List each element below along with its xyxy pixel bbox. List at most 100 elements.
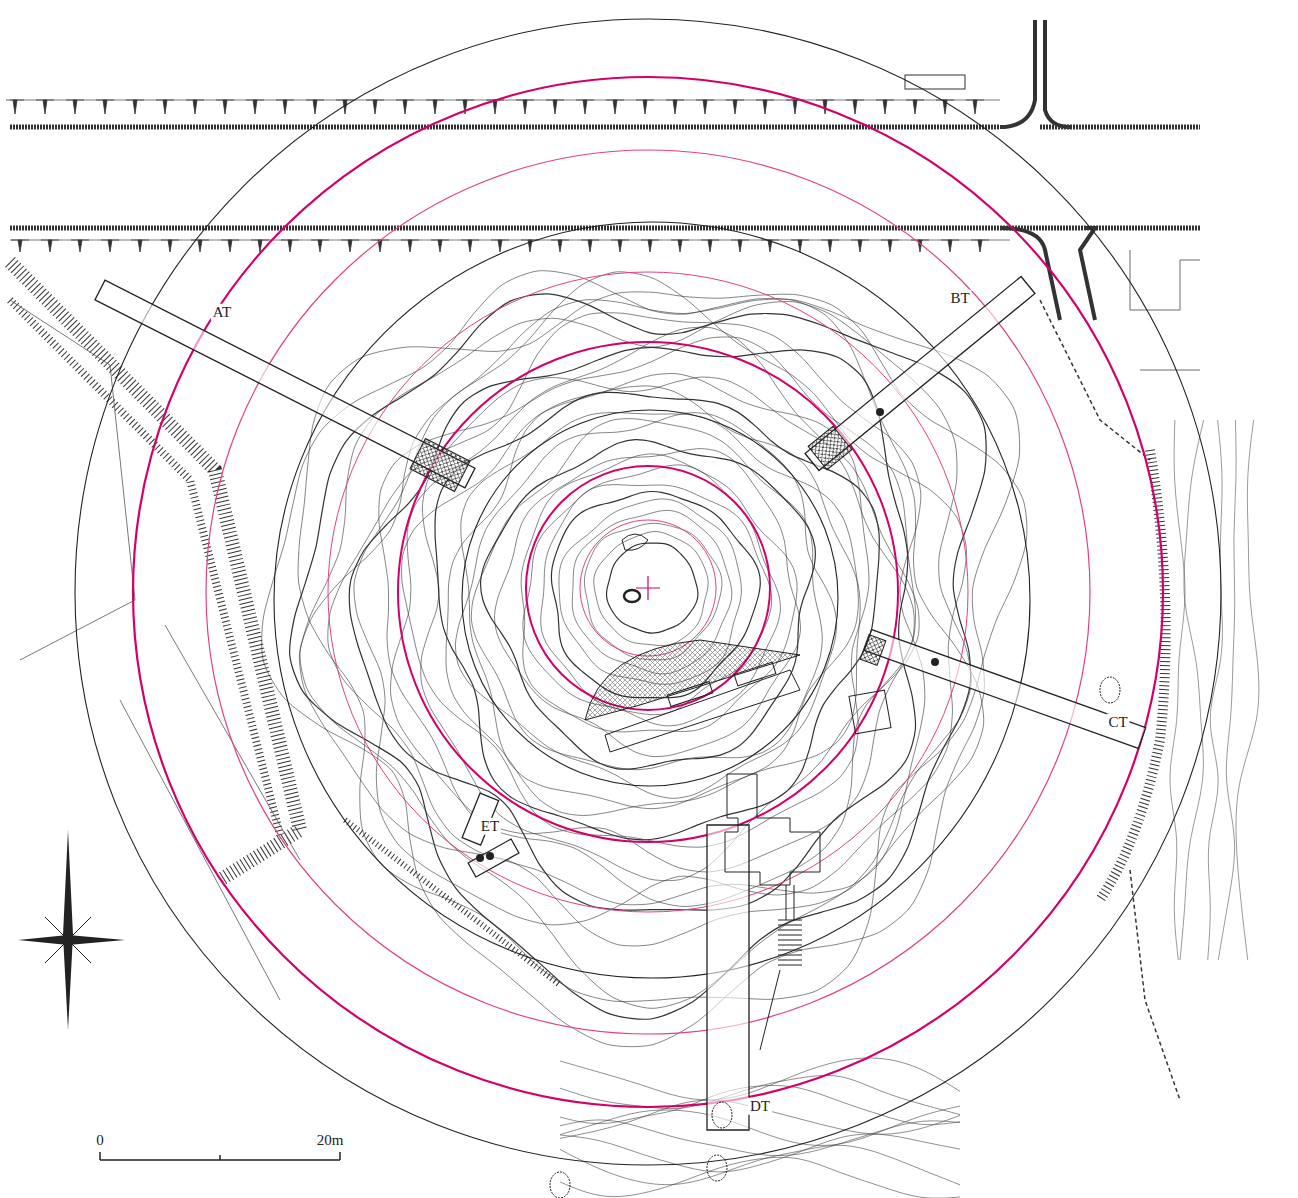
- slope-mark: [761, 240, 779, 252]
- slope-mark: [941, 240, 959, 252]
- slope-mark: [96, 100, 114, 114]
- trench: [468, 839, 519, 877]
- post-hole: [486, 852, 494, 860]
- slope-line: [10, 100, 1000, 101]
- slope-mark: [756, 100, 774, 114]
- slope-line: [10, 240, 1010, 241]
- road-group: [6, 20, 1200, 1100]
- contour-line: [607, 543, 698, 633]
- slope-mark: [461, 240, 479, 252]
- slope-mark: [131, 240, 149, 252]
- trench-label: ET: [479, 818, 501, 835]
- slope-mark: [611, 240, 629, 252]
- slope-mark: [971, 240, 989, 252]
- north-arrow: [63, 830, 73, 1030]
- building: [734, 662, 776, 686]
- contour-line: [455, 413, 836, 799]
- contour-line: [560, 1120, 960, 1156]
- contour-line: [560, 1085, 960, 1124]
- contour-line: [421, 377, 919, 881]
- slope-mark: [671, 240, 689, 252]
- slope-mark: [731, 240, 749, 252]
- slope-mark: [396, 100, 414, 114]
- contour-line: [1236, 420, 1259, 960]
- road-edge: [1000, 20, 1070, 127]
- contour-line: [379, 337, 916, 907]
- reference-circle: [274, 222, 1030, 978]
- slope-mark: [156, 100, 174, 114]
- contour-line: [1170, 420, 1185, 960]
- reference-circle: [206, 150, 1090, 1034]
- slope-mark: [516, 100, 534, 114]
- slope-mark: [641, 240, 659, 252]
- slope-mark: [906, 100, 924, 114]
- slope-mark: [341, 240, 359, 252]
- slope-mark: [851, 240, 869, 252]
- slope-mark: [276, 100, 294, 114]
- reference-circle: [75, 19, 1221, 1165]
- boundary: [10, 300, 300, 1000]
- excavated-patch: [410, 439, 470, 492]
- contour-line: [560, 1157, 960, 1198]
- post-hole: [476, 854, 484, 862]
- trench-label: CT: [1106, 714, 1129, 731]
- road-edge: [10, 125, 1000, 130]
- slope-mark: [881, 240, 899, 252]
- contour-line: [481, 440, 816, 769]
- slope-mark: [281, 240, 299, 252]
- contour-line: [349, 347, 915, 910]
- slope-mark: [126, 100, 144, 114]
- slope-mark: [426, 100, 444, 114]
- bank-line: [1040, 300, 1150, 460]
- slope-mark: [36, 100, 54, 114]
- scale-bar: [100, 1152, 340, 1160]
- contour-group: [262, 271, 1259, 1198]
- slope-mark: [581, 240, 599, 252]
- excavated-patch: [860, 635, 886, 666]
- slope-mark: [41, 240, 59, 252]
- bank-line: [1130, 870, 1180, 1100]
- tree: [550, 1172, 570, 1198]
- reference-circle: [580, 520, 716, 656]
- slope-mark: [696, 100, 714, 114]
- slope-mark: [606, 100, 624, 114]
- reference-circle: [133, 77, 1163, 1107]
- post-hole: [931, 658, 939, 666]
- trench: [864, 630, 1145, 749]
- slope-mark: [791, 240, 809, 252]
- scale-label: 20m: [315, 1132, 346, 1149]
- contour-line: [560, 1134, 960, 1172]
- stair-step: [778, 960, 802, 961]
- slope-mark: [636, 100, 654, 114]
- reference-circle: [462, 410, 838, 786]
- slope-mark: [366, 100, 384, 114]
- stair-step: [778, 950, 802, 951]
- reference-circle: [328, 272, 968, 912]
- contour-line: [594, 532, 708, 646]
- trench-group: [95, 276, 1146, 1130]
- building: [667, 681, 713, 706]
- trench: [707, 825, 749, 1130]
- slope-mark: [11, 240, 29, 252]
- stair-step: [778, 965, 802, 966]
- slope-mark: [161, 240, 179, 252]
- building: [905, 75, 965, 89]
- contour-line: [471, 419, 822, 770]
- slope-mark: [401, 240, 419, 252]
- stair-step: [778, 935, 802, 936]
- building: [725, 774, 820, 885]
- contour-line: [584, 523, 722, 659]
- structure-group: [550, 534, 1120, 1198]
- excavated-patch: [808, 426, 852, 469]
- post-hole: [876, 408, 884, 416]
- slope-mark: [191, 240, 209, 252]
- summit-mark: [624, 590, 640, 602]
- trench-label: BT: [948, 290, 971, 307]
- slope-mark: [786, 100, 804, 114]
- reference-circle: [398, 342, 898, 842]
- slope-mark: [491, 240, 509, 252]
- slope-mark: [726, 100, 744, 114]
- slope-mark: [311, 240, 329, 252]
- trench-label: DT: [748, 1098, 772, 1115]
